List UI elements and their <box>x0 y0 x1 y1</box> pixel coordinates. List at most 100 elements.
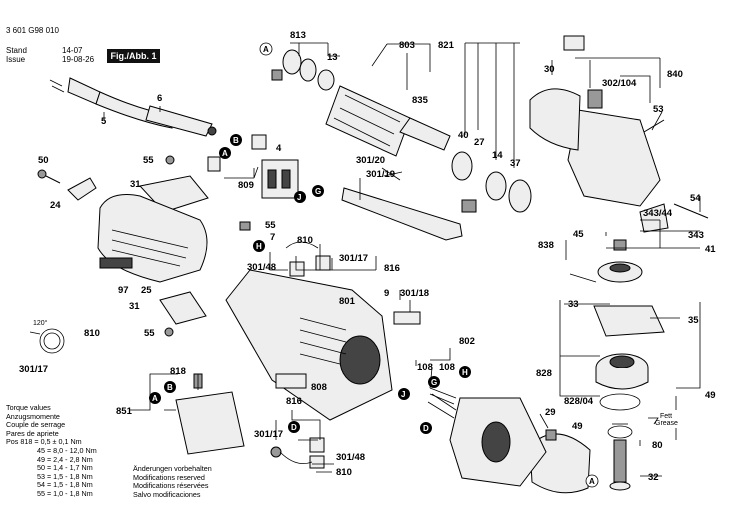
ref-bubble-g-mid: G <box>428 376 440 388</box>
screw-55-part <box>165 155 175 165</box>
part-label-808: 808 <box>311 382 327 393</box>
spring-810-part <box>29 328 65 354</box>
part-label-816b: 816 <box>286 396 302 407</box>
svg-text:B: B <box>233 136 239 145</box>
part-label-7: 7 <box>270 232 275 243</box>
part-label-25: 25 <box>141 285 152 296</box>
gasket-35-part <box>593 305 665 337</box>
screw-55c-part <box>164 327 174 337</box>
ref-bubble-b-left: B <box>164 381 176 393</box>
modification-notes: Änderungen vorbehalten Modifications res… <box>133 464 212 499</box>
note-line: Änderungen vorbehalten <box>133 464 212 473</box>
cover-31b-part <box>159 291 207 325</box>
part-label-54: 54 <box>690 193 701 204</box>
part-label-27: 27 <box>474 137 485 148</box>
part-label-301-48a: 301/48 <box>247 262 276 273</box>
label-97-part <box>99 257 133 269</box>
part-label-40: 40 <box>458 130 469 141</box>
brush-holder-816-part <box>270 437 325 469</box>
stand-label: Stand <box>6 46 27 55</box>
angle-label: 120° <box>33 319 48 327</box>
grip-housing-part <box>97 194 208 283</box>
part-label-343-44: 343/44 <box>643 208 673 219</box>
part-label-802: 802 <box>459 336 475 347</box>
part-label-50: 50 <box>38 155 49 166</box>
svg-text:G: G <box>431 378 437 387</box>
svg-text:D: D <box>423 424 429 433</box>
part-label-840: 840 <box>667 69 683 80</box>
grease-label: Grease <box>655 420 678 427</box>
torque-row: 50 = 1,4 - 1,7 Nm <box>37 463 93 473</box>
gear-head-part <box>529 35 661 207</box>
part-label-49b: 49 <box>572 421 583 432</box>
part-label-803: 803 <box>399 40 415 51</box>
svg-text:A: A <box>222 149 228 158</box>
figure-title: Fig./Abb. 1 <box>107 49 160 63</box>
part-label-53: 53 <box>653 104 664 115</box>
part-label-301-17c: 301/17 <box>254 429 283 440</box>
part-label-14: 14 <box>492 150 503 161</box>
screw-50-part <box>37 169 61 184</box>
svg-text:A: A <box>152 394 158 403</box>
ref-bubble-h-top: H <box>253 240 265 252</box>
ref-bubble-h-mid: H <box>459 366 471 378</box>
torque-row: 53 = 1,5 - 1,8 Nm <box>37 471 93 481</box>
part-label-55c: 55 <box>144 328 155 339</box>
ring-828-04-part <box>599 393 641 411</box>
part-label-301-17b: 301/17 <box>19 364 48 375</box>
part-label-810c: 810 <box>336 467 352 478</box>
part-label-810a: 810 <box>297 235 313 246</box>
part-label-30: 30 <box>544 64 555 75</box>
part-label-41: 41 <box>705 244 716 255</box>
torque-heading: Pares de apriete <box>6 428 59 438</box>
part-label-301-18: 301/18 <box>400 288 429 299</box>
bearing-flange-part <box>595 353 649 390</box>
ref-bubble-a-outline-bottom: A <box>585 474 599 488</box>
part-label-5: 5 <box>101 116 107 127</box>
note-line: Salvo modificaciones <box>133 489 201 499</box>
part-label-49a: 49 <box>705 390 716 401</box>
part-label-828-04: 828/04 <box>564 396 594 407</box>
svg-text:H: H <box>256 242 262 251</box>
spring-301-19-part <box>381 167 403 181</box>
part-label-801: 801 <box>339 296 356 307</box>
field-stator-part <box>427 393 547 487</box>
note-line: Modifications réservées <box>133 481 209 491</box>
ref-bubble-a-top: A <box>219 147 231 159</box>
part-label-301-19: 301/19 <box>366 169 395 180</box>
bearing-813-part <box>271 49 335 91</box>
bevel-gear-part <box>597 239 643 283</box>
ref-bubble-d-mid: D <box>420 422 432 434</box>
svg-text:H: H <box>462 368 468 377</box>
issue-label: Issue <box>6 55 26 64</box>
svg-text:A: A <box>589 477 595 486</box>
part-label-108a: 108 <box>417 362 433 373</box>
ref-bubble-b-top: B <box>230 134 242 146</box>
clip-24-part <box>67 177 97 201</box>
part-label-301-17a: 301/17 <box>339 253 368 264</box>
spindle-lock-part <box>639 203 709 233</box>
cord-sleeve-part <box>145 105 217 137</box>
part-label-835: 835 <box>412 95 429 106</box>
ref-bubble-g-top: G <box>312 185 324 197</box>
ref-bubble-j-mid: J <box>398 388 410 400</box>
svg-text:J: J <box>297 193 301 202</box>
torque-heading: Couple de serrage <box>6 420 66 430</box>
torque-row: 45 = 8,0 - 12,0 Nm <box>37 445 97 455</box>
part-label-821: 821 <box>438 40 455 51</box>
wheel-guard-part <box>529 429 591 494</box>
svg-text:G: G <box>315 187 321 196</box>
part-label-31a: 31 <box>130 179 141 190</box>
part-label-818: 818 <box>170 366 186 377</box>
torque-heading: Anzugsmomente <box>6 411 60 421</box>
part-label-24: 24 <box>50 200 61 211</box>
spindle-part <box>607 425 633 491</box>
part-label-301-20: 301/20 <box>356 155 385 166</box>
ref-bubble-d-low: D <box>288 421 300 433</box>
svg-text:J: J <box>401 390 405 399</box>
part-label-828: 828 <box>536 368 552 379</box>
part-label-301-48b: 301/48 <box>336 452 365 463</box>
part-label-343: 343 <box>688 230 704 241</box>
part-label-80: 80 <box>652 440 663 451</box>
